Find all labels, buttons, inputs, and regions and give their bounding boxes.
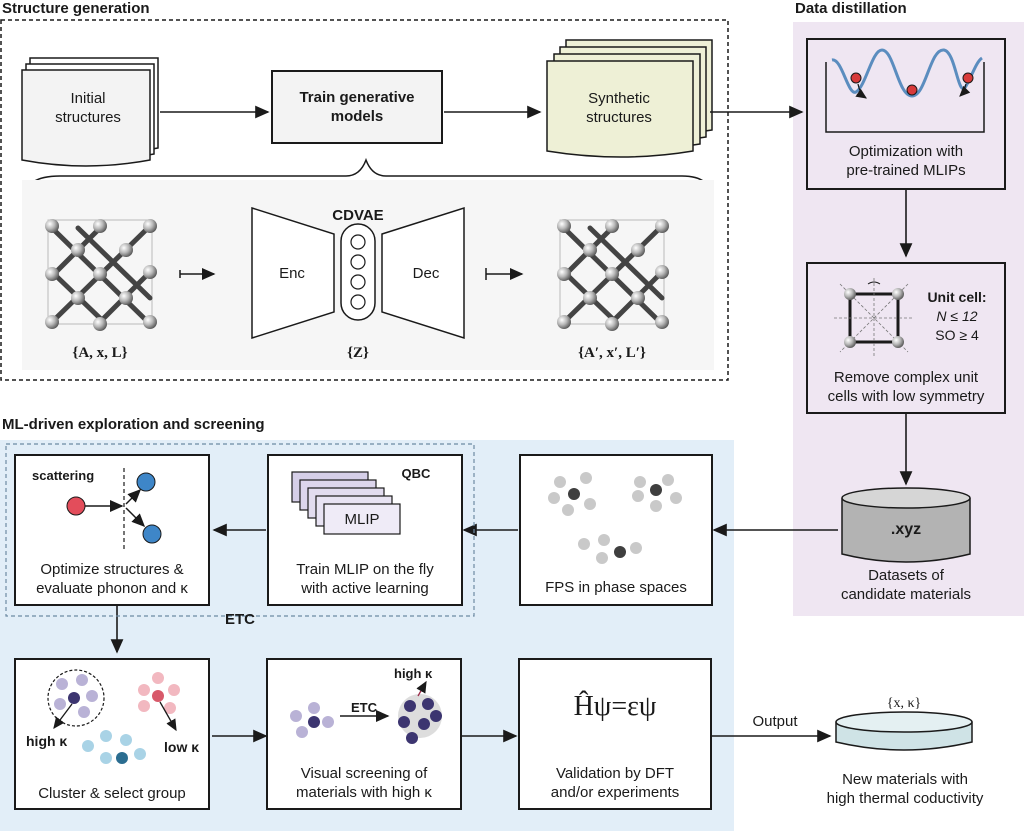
optimize-structures-label: Optimize structures &evaluate phonon and… [36, 561, 188, 597]
xyz-label: .xyz [890, 521, 922, 538]
structure-generation-title: Structure generation [2, 0, 150, 17]
xyz-database [841, 487, 971, 563]
unit-cell-title: Unit cell: [927, 289, 987, 305]
validation-box [518, 658, 712, 810]
schrodinger-equation: Ĥψ=εψ [573, 691, 657, 722]
final-set-label: {x, κ} [886, 696, 922, 711]
low-k-label: low κ [164, 739, 200, 755]
etc-frame [5, 443, 475, 617]
high-k-label-2: high κ [394, 666, 433, 681]
fps-label: FPS in phase spaces [545, 579, 687, 596]
unit-cell-n: N ≤ 12 [936, 308, 978, 324]
unit-cell-drawing [834, 278, 914, 356]
latent-capsule [340, 223, 376, 321]
brace [23, 157, 713, 201]
encoder-shape [251, 206, 335, 340]
decoder-label: Dec [412, 265, 440, 282]
cdvae-label: CDVAE [332, 207, 384, 224]
latent-set-label: {Z} [347, 345, 369, 361]
initial-structures-stack [21, 57, 159, 167]
ml-exploration-title: ML-driven exploration and screening [2, 416, 265, 433]
qbc-label: QBC [401, 466, 431, 481]
optimization-box [806, 38, 1006, 190]
structure-generation-frame [0, 19, 729, 381]
synthetic-structures-stack [546, 39, 713, 158]
output-set-label: {A′, x′, L′} [578, 345, 646, 361]
decoder-shape [381, 206, 465, 340]
high-k-label: high κ [26, 733, 68, 749]
unit-cell-so: SO ≥ 4 [935, 327, 979, 343]
remove-cells-box [806, 262, 1006, 414]
output-label: Output [752, 713, 798, 730]
crystal-input-atoms [45, 219, 157, 331]
crystal-output-atoms [557, 219, 669, 331]
etc-arrow-label: ETC [351, 700, 377, 715]
scattering-label: scattering [32, 468, 95, 483]
data-distillation-title: Data distillation [795, 0, 907, 17]
cluster-label: Cluster & select group [38, 785, 186, 802]
energy-landscape [825, 48, 985, 133]
etc-label: ETC [225, 611, 255, 628]
optimize-structures-box [14, 454, 210, 606]
train-generative-models-box [271, 70, 443, 144]
cluster-box [14, 658, 210, 810]
fps-box [519, 454, 713, 606]
final-materials-database [835, 711, 973, 751]
input-set-label: {A, x, L} [72, 345, 128, 361]
encoder-label: Enc [279, 265, 305, 282]
mlip-label: MLIP [344, 511, 380, 528]
